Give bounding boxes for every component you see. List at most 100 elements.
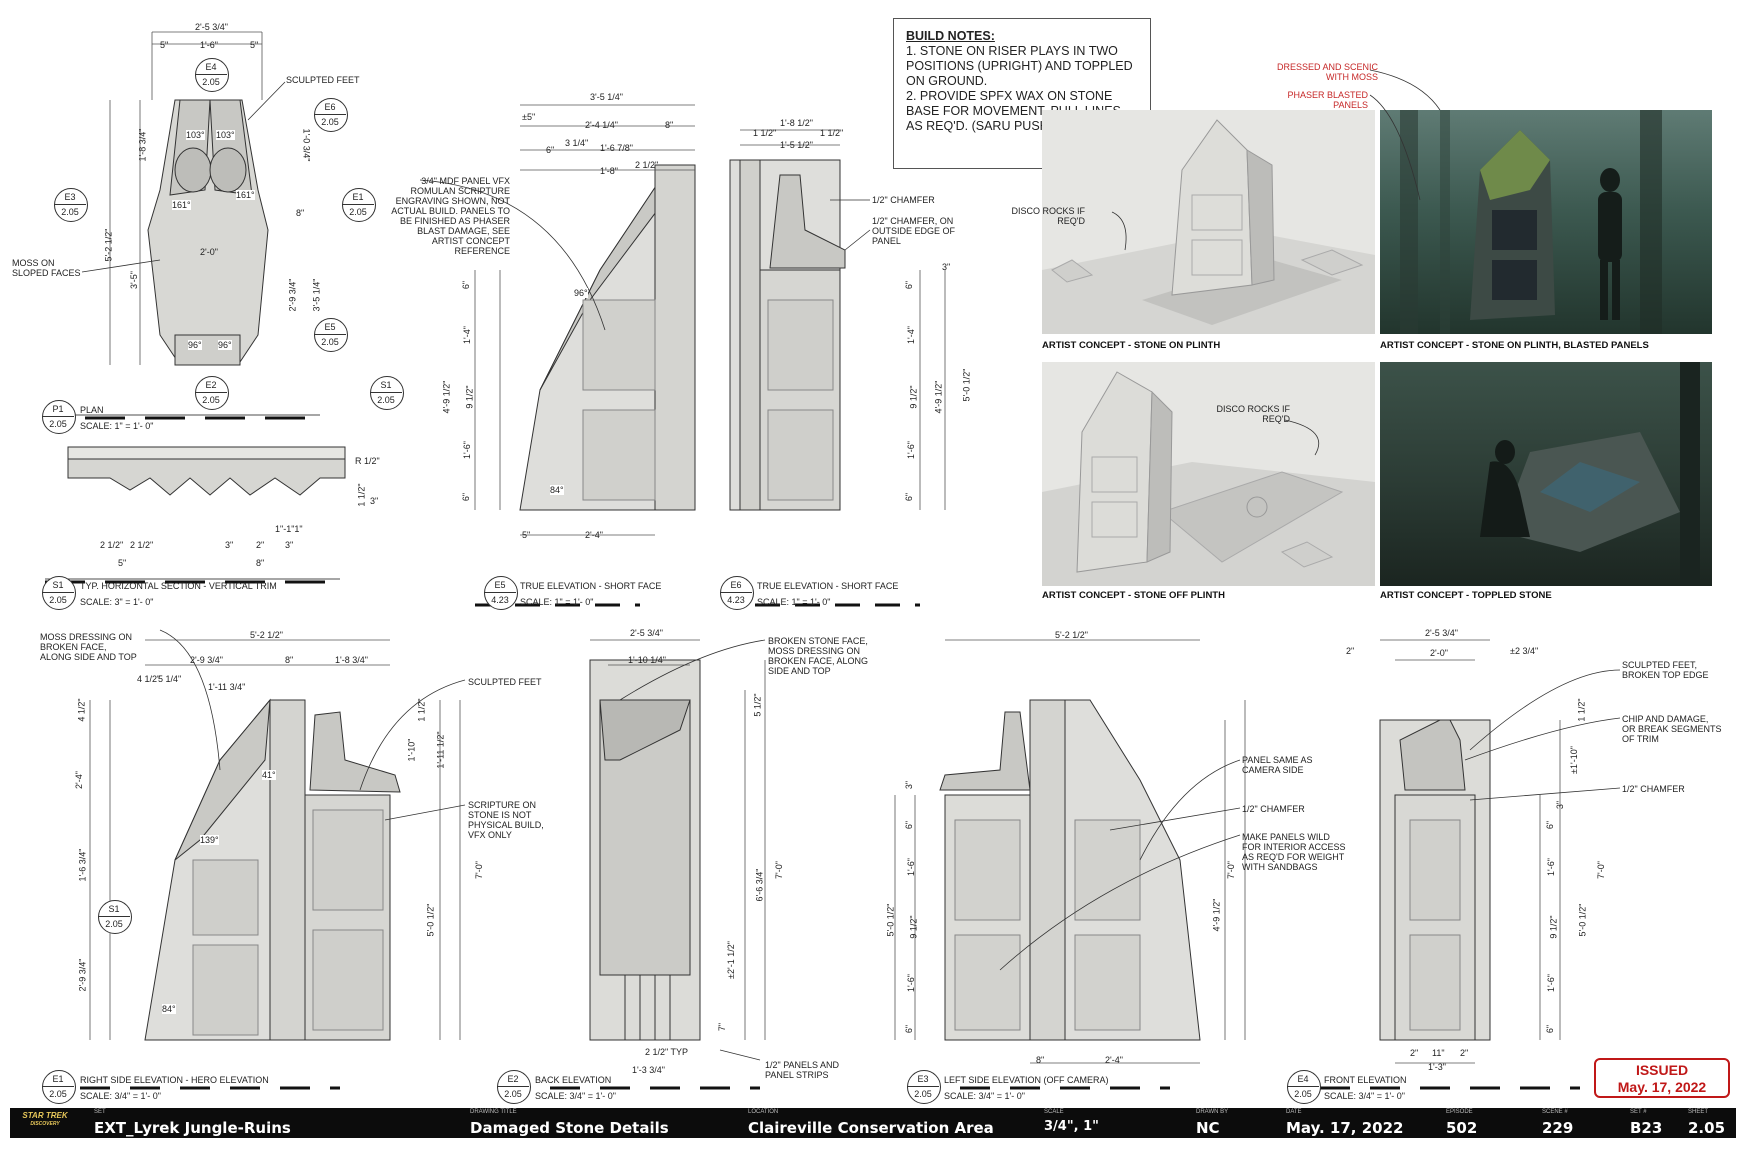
e3-dim-70: 7'-0" [1225,861,1236,879]
sheet-label: SHEET [1688,1109,1709,1115]
e4-sculpted-note: SCULPTED FEET, BROKEN TOP EDGE [1622,660,1709,680]
e2-dim-25: 2'-5 3/4" [630,628,663,638]
e5-dim-6b: 6" [461,492,472,502]
e4-dim-70: 7'-0" [1595,861,1606,879]
e5-dim-14: 1'-4" [461,326,472,344]
sec-dim-11: 1"-1"1" [275,524,303,534]
e1-dim-4v: 4 1/2" [76,698,87,722]
e5-dim-16b: 1'-6" [461,441,472,459]
e2-dim-7: 7" [717,1022,728,1032]
e5-dim-4912: 4'-9 1/2" [441,380,452,414]
e6-chamfer-1: 1/2" CHAMFER [872,195,935,205]
e1-dim-1634: 1'-6 3/4" [77,848,88,882]
plan-outline [147,99,269,366]
set-number: B23 [1630,1119,1663,1137]
e3-dim-16: 1'-6" [905,858,916,876]
sec-dim-3v: 3" [370,496,379,506]
sec-dim-112: 1 1/2" [356,483,367,507]
e5-dim-16: 1'-6 7/8" [600,143,633,153]
e3-dim-6: 6" [904,820,915,830]
scale-label: SCALE [1044,1109,1064,1115]
drawing-title: Damaged Stone Details [470,1119,669,1137]
plan-dim-35: 3'-5" [128,271,139,289]
red-note-phaser: PHASER BLASTED PANELS [1287,90,1368,110]
e5-mdf-note: 3/4" MDF PANEL VFX ROMULAN SCRIPTURE ENG… [391,176,510,256]
e4-dim-912: 9 1/2" [1548,915,1559,939]
e6-dim-15: 1'-5 1/2" [780,140,813,150]
e4-dim-5012: 5'-0 1/2" [1577,903,1588,937]
e1-dim-5012: 5'-0 1/2" [425,903,436,937]
section-outline [67,446,346,496]
e4-dim-2b: ±2 3/4" [1510,646,1539,656]
e4-dim-110: ±1'-10" [1568,746,1579,774]
e3-dim-3: 3" [904,780,915,790]
plan-dim-5b: 5" [250,40,259,50]
drawn-by-label: DRAWN BY [1196,1109,1229,1115]
e2-dim-212: 2 1/2" TYP [645,1047,689,1057]
e4-dim-2a: 2" [1346,646,1355,656]
e6-chamfer-2: 1/2" CHAMFER, ON OUTSIDE EDGE OF PANEL [872,216,956,246]
plan-sculpted-feet: SCULPTED FEET [286,75,360,85]
plan-dim-3514: 3'-5 1/4" [311,278,322,312]
e6-dim-1b: 1 1/2" [820,128,844,138]
e5-dim-912: 9 1/2" [464,385,475,409]
e4-dim-3: 3" [1555,800,1566,810]
e6-dim-1a: 1 1/2" [753,128,777,138]
e6-scale: SCALE: 1" = 1'- 0" [757,597,831,607]
set-label: SET [94,1109,106,1115]
e4-dim-20: 2'-0" [1430,648,1448,658]
e1-angle-139: 139° [200,835,219,845]
e2-dim-110: 1'-10 1/4" [628,655,666,665]
sec-dim-2a: 2 1/2" [100,540,124,550]
e6-dim-912: 9 1/2" [908,385,919,409]
plan-angle-96a: 96° [188,340,202,350]
e1-dim-111: 1'-11 3/4" [208,682,246,692]
e4-dim-6b: 6" [1545,1024,1556,1034]
e5-dim-5b: 5" [522,530,531,540]
e6-dim-5012: 5'-0 1/2" [961,368,972,402]
concept-photo-blasted-panels [1380,110,1712,334]
e1-dim-112: 1 1/2" [416,698,427,722]
e2-scale: SCALE: 3/4" = 1'- 0" [535,1091,616,1101]
disco-rocks-note-2: DISCO ROCKS IF REQ'D [1216,404,1290,424]
location: Claireville Conservation Area [748,1119,994,1137]
e4-dim-bottom-2a: 2" [1410,1048,1419,1058]
e1-dim-8: 8" [285,655,294,665]
e1-scripture-note: SCRIPTURE ON STONE IS NOT PHYSICAL BUILD… [468,800,544,840]
sec-dim-2b: 2 1/2" [130,540,154,550]
e1-dim-24: 2'-4" [73,771,84,789]
plan-angle-161a: 161° [172,200,191,210]
drawing-title-label: DRAWING TITLE [470,1109,517,1115]
section-title: TYP. HORIZONTAL SECTION - VERTICAL TRIM [80,581,277,591]
e3-dim-overall: 5'-2 1/2" [1055,630,1088,640]
plan-moss-note: MOSS ON SLOPED FACES [12,258,81,278]
plan-dim-5a: 5" [160,40,169,50]
e1-angle-84: 84° [162,1004,176,1014]
plan-dimension-lines [109,31,263,365]
e4-scale: SCALE: 3/4" = 1'- 0" [1324,1091,1405,1101]
plan-dim-1034: 1'-0 3/4" [301,128,312,162]
red-note-moss: DRESSED AND SCENIC WITH MOSS [1276,62,1378,82]
e2-dim-2212: ±2'-1 1/2" [725,941,736,979]
plan-dim-16: 1'-6" [200,40,218,50]
e6-dim-16: 1'-6" [905,441,916,459]
issued-stamp: ISSUED May. 17, 2022 [1594,1058,1730,1098]
e1-scale: SCALE: 3/4" = 1'- 0" [80,1091,161,1101]
e1-dim-412: 4 1/2" [137,674,161,684]
e3-panel-same-note: PANEL SAME AS CAMERA SIDE [1242,755,1313,775]
plan-dim-2934: 2'-9 3/4" [287,278,298,312]
date-label: DATE [1286,1109,1302,1115]
section-scale: SCALE: 3" = 1'- 0" [80,597,154,607]
